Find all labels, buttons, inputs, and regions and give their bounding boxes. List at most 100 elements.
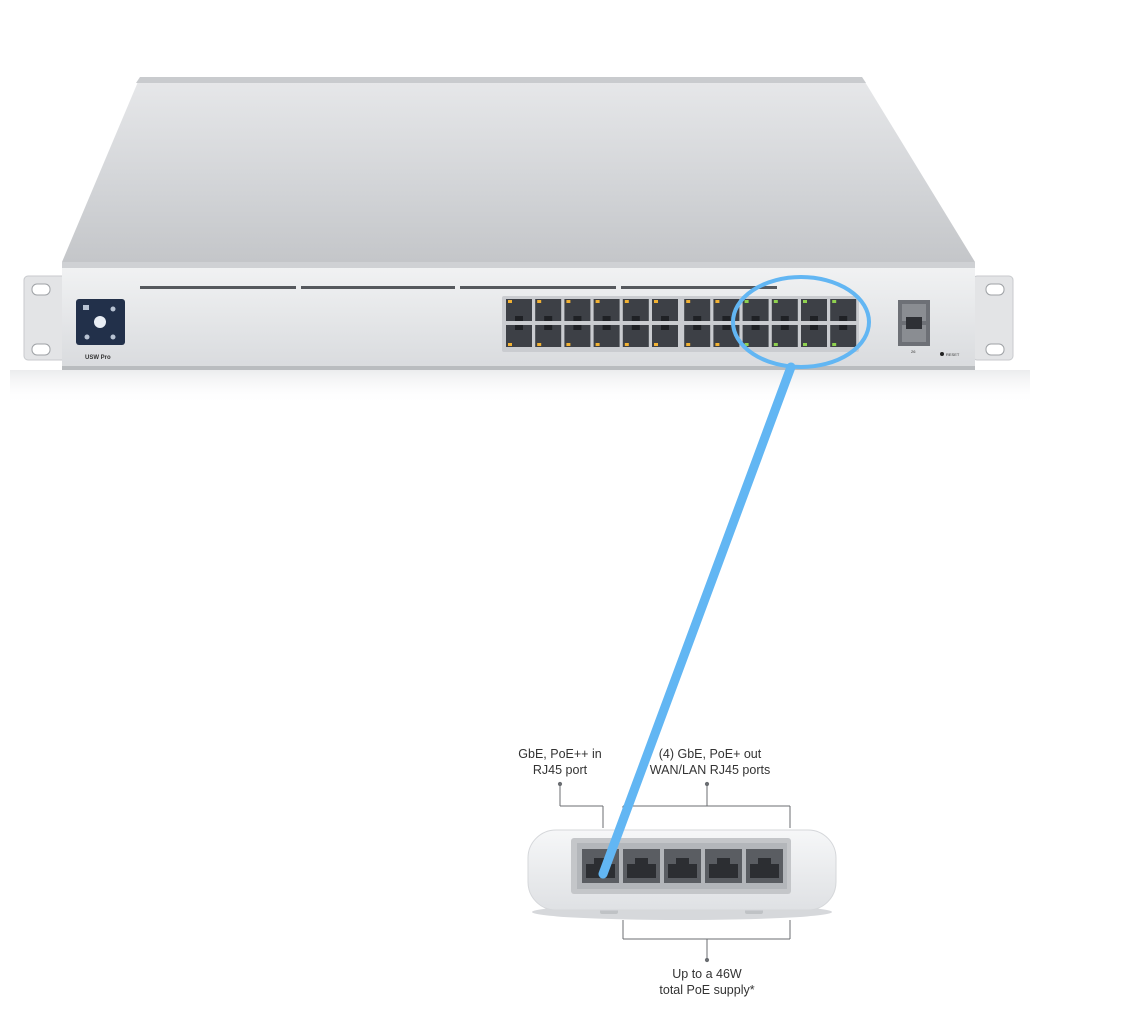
rj45-port-latch xyxy=(751,316,760,321)
rj45-port xyxy=(830,299,857,321)
port-led xyxy=(566,343,571,346)
rj45-port-latch xyxy=(544,325,553,330)
rj45-port xyxy=(771,325,798,347)
port-led xyxy=(508,343,512,346)
rj45-port xyxy=(742,299,769,321)
rj45-port-latch xyxy=(810,325,818,330)
port-led xyxy=(654,300,658,303)
connector-line xyxy=(598,362,796,879)
port-led xyxy=(595,300,600,303)
callout-poe-in-line2: RJ45 port xyxy=(532,763,588,777)
port-led xyxy=(624,343,629,346)
rack-ear-right xyxy=(972,275,1014,361)
rj45-port-latch xyxy=(693,316,702,321)
flex-rj45-socket xyxy=(750,858,779,878)
rj45-port xyxy=(684,299,711,321)
rj45-port-latch xyxy=(661,316,669,321)
rj45-port-latch xyxy=(602,316,611,321)
port-led xyxy=(773,300,778,303)
port-led xyxy=(624,300,629,303)
rj45-port xyxy=(622,299,649,321)
sfp-label: 26 xyxy=(911,349,916,354)
rj45-port-latch xyxy=(515,325,523,330)
callout-poe-out-line2: WAN/LAN RJ45 ports xyxy=(649,763,771,777)
rj45-port xyxy=(506,325,532,347)
highlight-ellipse xyxy=(731,275,871,369)
port-led xyxy=(744,300,749,303)
rack-switch: USW Pro 26 RESET xyxy=(10,77,1030,404)
rj45-port xyxy=(652,325,678,347)
model-badge: USW Pro xyxy=(85,355,111,361)
callout-poe-in-line1: GbE, PoE++ in xyxy=(518,747,602,761)
rack-ear-left xyxy=(23,275,67,361)
rj45-port xyxy=(593,325,620,347)
port-led xyxy=(686,343,691,346)
rj45-port-latch xyxy=(839,316,848,321)
rj45-port-latch xyxy=(573,325,582,330)
rj45-port xyxy=(535,325,562,347)
rj45-port xyxy=(652,299,678,321)
rj45-port-array xyxy=(506,299,857,347)
touch-display xyxy=(76,299,125,345)
port-led xyxy=(744,343,749,346)
flex-switch xyxy=(527,829,837,920)
rj45-port xyxy=(742,325,769,347)
port-led xyxy=(537,343,542,346)
callout-poe-supply-line2: total PoE supply* xyxy=(659,983,755,997)
rj45-port-latch xyxy=(544,316,553,321)
rj45-port-latch xyxy=(661,325,669,330)
rj45-port xyxy=(564,325,591,347)
port-led xyxy=(654,343,658,346)
reset-button[interactable] xyxy=(940,352,944,356)
rj45-port xyxy=(684,325,711,347)
flex-rj45-socket xyxy=(709,858,738,878)
rj45-port-latch xyxy=(780,325,789,330)
port-led xyxy=(595,343,600,346)
callout-poe-in: GbE, PoE++ in RJ45 port xyxy=(505,746,615,778)
flex-rj45-socket xyxy=(627,858,656,878)
rj45-port xyxy=(801,299,827,321)
rj45-port xyxy=(830,325,857,347)
callout-poe-out-line1: (4) GbE, PoE+ out xyxy=(658,747,762,761)
port-led xyxy=(832,343,837,346)
rj45-port-latch xyxy=(573,316,582,321)
rj45-port xyxy=(771,299,798,321)
rj45-port-latch xyxy=(722,325,731,330)
highlight-connector xyxy=(598,275,871,879)
rj45-port-latch xyxy=(780,316,789,321)
rj45-port-latch xyxy=(515,316,523,321)
rj45-port xyxy=(622,325,649,347)
port-led xyxy=(715,300,720,303)
callout-poe-out: (4) GbE, PoE+ out WAN/LAN RJ45 ports xyxy=(640,746,780,778)
rj45-port-latch xyxy=(722,316,731,321)
rj45-port xyxy=(801,325,827,347)
port-led xyxy=(566,300,571,303)
rj45-port-latch xyxy=(602,325,611,330)
rj45-port-latch xyxy=(693,325,702,330)
rj45-port xyxy=(506,299,532,321)
callout-poe-supply-line1: Up to a 46W xyxy=(672,967,742,981)
port-led xyxy=(537,300,542,303)
port-led xyxy=(715,343,720,346)
port-led xyxy=(832,300,837,303)
rj45-port-latch xyxy=(631,316,640,321)
sfp-ports xyxy=(898,300,930,346)
callout-poe-supply: Up to a 46W total PoE supply* xyxy=(630,966,784,998)
rj45-port-latch xyxy=(839,325,848,330)
port-led xyxy=(508,300,512,303)
rj45-port xyxy=(535,299,562,321)
flex-port-array xyxy=(582,849,783,883)
callout-lines xyxy=(557,781,791,963)
port-led xyxy=(803,343,807,346)
rj45-port-latch xyxy=(810,316,818,321)
rj45-port xyxy=(593,299,620,321)
port-led xyxy=(773,343,778,346)
port-led xyxy=(803,300,807,303)
rj45-port-latch xyxy=(751,325,760,330)
flex-rj45-socket xyxy=(668,858,697,878)
port-led xyxy=(686,300,691,303)
rj45-port-latch xyxy=(631,325,640,330)
rj45-port xyxy=(564,299,591,321)
reset-label: RESET xyxy=(946,352,960,357)
